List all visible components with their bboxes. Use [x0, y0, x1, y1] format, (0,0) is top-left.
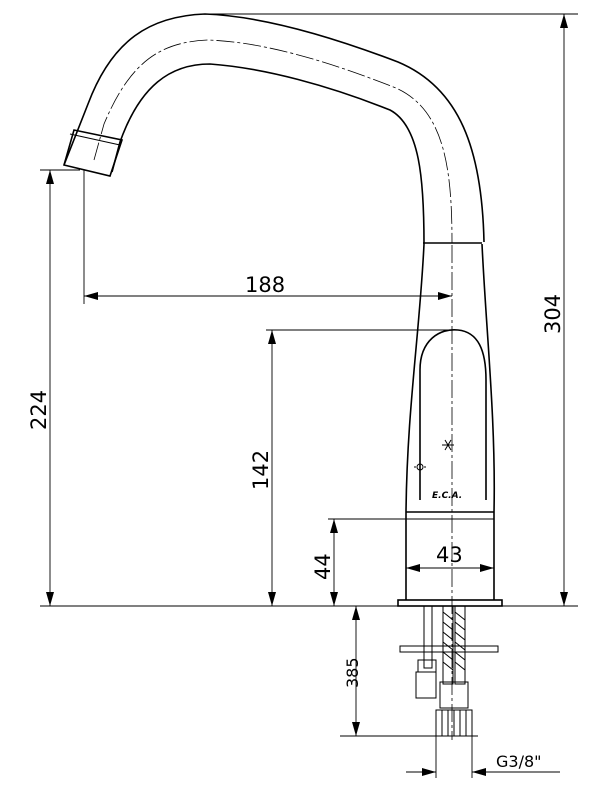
cold-snowflake-icon [442, 439, 454, 451]
body-right-edge [481, 243, 496, 600]
fixing-plate [399, 645, 499, 653]
aerator [63, 129, 124, 177]
hose-braid [442, 611, 466, 671]
mounting-hardware [399, 605, 499, 737]
fixing-nut [417, 659, 437, 673]
aerator-band [69, 133, 121, 146]
flexible-hose-left [442, 605, 454, 685]
faucet-outline: E.C.A. [63, 13, 503, 740]
body-left-edge [405, 243, 425, 600]
shank-end [415, 671, 437, 699]
base-plate [397, 599, 503, 607]
nut-knurl [441, 710, 467, 736]
reach-label: 188 [245, 273, 285, 297]
hot-sun-icon [414, 461, 426, 473]
brand-logo: E.C.A. [432, 491, 462, 501]
overall-height-label: 304 [541, 294, 565, 334]
spout-inner-edge [111, 63, 425, 245]
lever-height-label: 142 [249, 450, 273, 490]
connection-thread-label: G3/8" [496, 752, 542, 771]
body-height-label: 44 [311, 553, 335, 580]
flexible-hose-right [454, 605, 466, 685]
spout-centerline [93, 39, 453, 244]
dimensions: 304 224 188 142 44 43 385 [27, 13, 578, 778]
hose-ferrule [439, 681, 469, 709]
spout-height-label: 224 [27, 390, 51, 430]
threaded-shank [423, 605, 433, 669]
lever-handle [419, 329, 487, 500]
shank-length-label: 385 [343, 657, 362, 688]
spout-outer-edge [63, 13, 485, 243]
body-width-label: 43 [436, 543, 463, 567]
